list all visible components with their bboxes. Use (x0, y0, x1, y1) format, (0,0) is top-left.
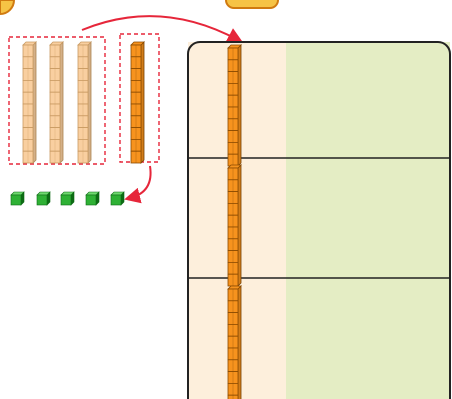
unit-cube (60, 191, 75, 206)
orange-tens-rod (130, 41, 145, 164)
board-border (187, 41, 451, 399)
top-left-badge (0, 0, 16, 16)
unit-cube (110, 191, 125, 206)
board-orange-tens-rod (227, 285, 242, 399)
unit-cube (36, 191, 51, 206)
top-yellow-badge (225, 0, 279, 9)
arrow-to-unit-cubes (124, 165, 152, 204)
dashed-box-orange-rod (119, 33, 160, 163)
board-orange-tens-rod (227, 44, 242, 167)
tan-tens-rod (22, 41, 37, 164)
arrow-to-board (81, 15, 244, 43)
place-value-board (187, 41, 451, 399)
unit-cube (85, 191, 100, 206)
unit-cube (10, 191, 25, 206)
tan-tens-rod (49, 41, 64, 164)
board-orange-tens-rod (227, 164, 242, 287)
tan-tens-rod (77, 41, 92, 164)
rods-layer (10, 41, 242, 399)
board-right-column (286, 42, 450, 399)
